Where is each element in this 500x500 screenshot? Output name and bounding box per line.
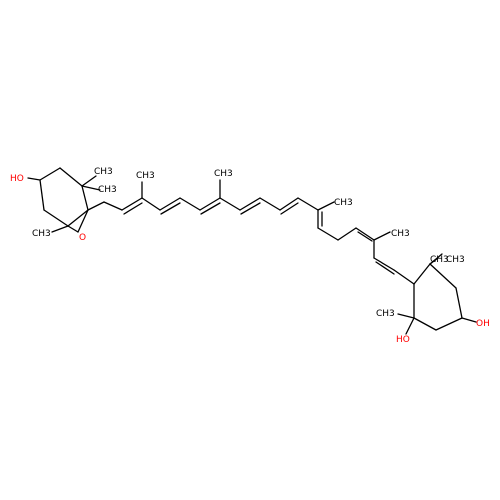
methyl-label: CH3 <box>94 167 113 177</box>
polyene-chain <box>103 179 395 275</box>
methyl-label: CH3 <box>446 255 465 265</box>
hydroxyl-left-label: HO <box>10 174 24 184</box>
methyl-label: CH3 <box>334 198 353 208</box>
methyl-label: CH3 <box>98 185 117 195</box>
methyl-label: CH3 <box>136 171 155 181</box>
hydroxyl-right-bottom-label: HO <box>396 335 410 345</box>
methyl-label: CH3 <box>32 229 51 239</box>
methyl-label: CH3 <box>430 255 449 265</box>
left-ring <box>27 167 105 233</box>
methyl-label: CH3 <box>376 309 395 319</box>
hydroxyl-right-top-label: OH <box>476 319 490 329</box>
methyl-label: CH3 <box>214 169 233 179</box>
atom-labels: HO O CH3 CH3 CH3 CH3 CH3 CH3 CH3 CH3 CH3… <box>10 167 490 345</box>
right-ring <box>393 253 477 335</box>
epoxide-oxygen-label: O <box>79 233 86 243</box>
methyl-label: CH3 <box>391 229 410 239</box>
